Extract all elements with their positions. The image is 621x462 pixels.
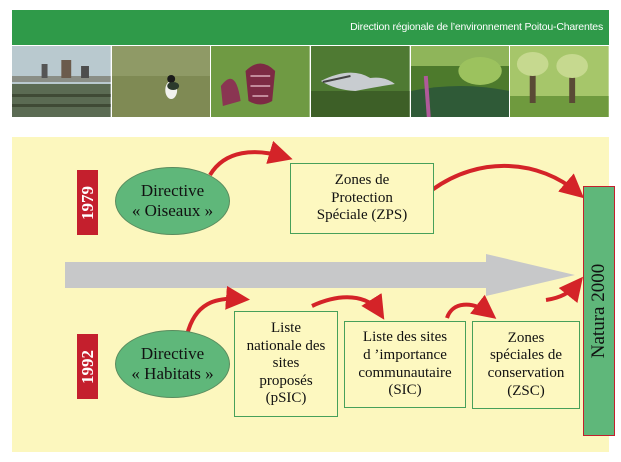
natura-2000-label: Natura 2000: [588, 263, 610, 359]
zps-line1: Zones de: [334, 172, 390, 189]
harbor-icon: [12, 46, 112, 117]
psic-line5: (pSIC): [265, 390, 307, 407]
sic-box: Liste des sites d ’importance communauta…: [344, 321, 466, 408]
lapwing-bird-icon: [111, 46, 212, 117]
header-title: Direction régionale de l’environnement P…: [350, 21, 603, 33]
sic-line3: communautaire: [358, 364, 452, 381]
psic-line2: nationale des: [246, 337, 326, 354]
psic-box: Liste nationale des sites proposés (pSIC…: [234, 311, 338, 417]
year-1979-badge: 1979: [77, 170, 98, 235]
zps-line2: Protection: [331, 189, 393, 206]
river-icon: [410, 46, 511, 117]
sic-line2: d ’importance: [363, 346, 447, 363]
directive-oiseaux: Directive « Oiseaux »: [115, 167, 230, 235]
year-1992-badge: 1992: [77, 334, 98, 399]
photo-strip: [12, 46, 610, 117]
zps-line3: Spéciale (ZPS): [316, 207, 408, 224]
zsc-box: Zones spéciales de conservation (ZSC): [472, 321, 580, 409]
zps-box: Zones de Protection Spéciale (ZPS): [290, 163, 434, 234]
zsc-line2: spéciales de: [489, 347, 563, 364]
harrier-bird-icon: [311, 46, 411, 117]
directive-oiseaux-line2: « Oiseaux »: [131, 201, 214, 220]
zsc-line3: conservation: [487, 365, 565, 381]
directive-habitats-line1: Directive: [140, 343, 205, 363]
year-1979-label: 1979: [77, 185, 97, 220]
directive-oiseaux-line1: Directive: [140, 180, 205, 200]
sic-line4: (SIC): [388, 382, 422, 399]
sic-line1: Liste des sites: [362, 329, 448, 346]
psic-line1: Liste: [271, 320, 301, 337]
zsc-line4: (ZSC): [507, 382, 545, 399]
zsc-line1: Zones: [507, 329, 545, 346]
willow-trees-icon: [510, 46, 610, 117]
psic-line3: sites: [272, 355, 300, 372]
year-1992-label: 1992: [77, 349, 97, 384]
directive-habitats: Directive « Habitats »: [115, 330, 230, 398]
psic-line4: proposés: [259, 372, 313, 389]
header-banner: Direction régionale de l’environnement P…: [12, 10, 609, 45]
directive-habitats-line2: « Habitats »: [131, 364, 214, 383]
fritillary-flower-icon: [211, 46, 312, 117]
natura-2000-box: Natura 2000: [583, 186, 615, 436]
